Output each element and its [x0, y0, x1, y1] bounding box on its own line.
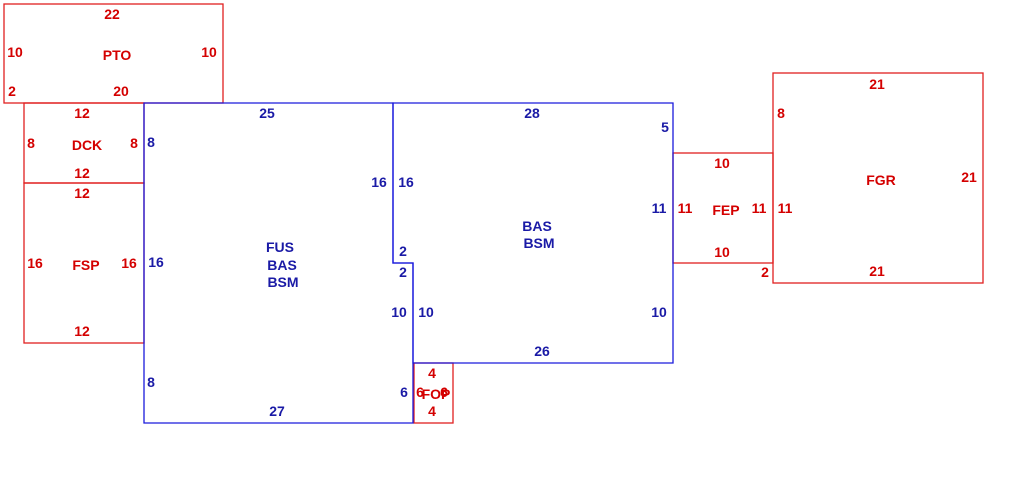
fop-top-dim: 4	[428, 365, 436, 381]
fop-label: FOP	[422, 386, 451, 402]
pto-bottom-dim: 20	[113, 83, 129, 99]
fgr-left-dim: 8	[777, 105, 785, 121]
pto-right-dim: 10	[201, 44, 217, 60]
fsp-label: FSP	[72, 257, 99, 273]
bas-right-top-dim: 5	[661, 119, 669, 135]
bas-label-line-1: BAS	[522, 218, 552, 234]
bas-right-mid-dim: 11	[652, 200, 667, 216]
fus-label-line-1: FUS	[266, 239, 294, 255]
fep-label: FEP	[712, 202, 739, 218]
fgr-right-dim: 21	[961, 169, 977, 185]
fus-left-upper-dim: 8	[147, 134, 155, 150]
fgr-bl-dim: 2	[761, 264, 769, 280]
fop-bottom-dim: 4	[428, 403, 436, 419]
pto-bl-dim: 2	[8, 83, 16, 99]
bas-outline	[392, 102, 674, 364]
fus-step-dim: 2	[399, 243, 407, 259]
pto-left-dim: 10	[7, 44, 23, 60]
dck-label: DCK	[72, 137, 102, 153]
fsp-right-dim: 16	[121, 255, 137, 271]
dck-left-dim: 8	[27, 135, 35, 151]
dck-right-dim: 8	[130, 135, 138, 151]
fus-top-dim: 25	[259, 105, 275, 121]
bas-top-dim: 28	[524, 105, 540, 121]
bas-left-upper-dim: 16	[398, 174, 414, 190]
fsp-left-dim: 16	[27, 255, 43, 271]
fgr-top-dim: 21	[869, 76, 885, 92]
bas-right-lower-dim: 10	[651, 304, 667, 320]
pto-label: PTO	[103, 47, 132, 63]
fus-label-line-3: BSM	[267, 274, 298, 290]
fgr-label: FGR	[866, 172, 896, 188]
fgr-bottom-dim: 21	[869, 263, 885, 279]
fep-right-dim: 11	[752, 200, 767, 216]
fep-left-dim: 11	[678, 200, 693, 216]
dck-top-dim: 12	[74, 105, 90, 121]
fus-right-bottom-dim: 6	[400, 384, 408, 400]
fus-left-mid-dim: 16	[148, 254, 164, 270]
pto-top-dim: 22	[104, 6, 120, 22]
fus-left-lower-dim: 8	[147, 374, 155, 390]
bas-step-dim: 2	[399, 264, 407, 280]
fus-right-upper-dim: 16	[371, 174, 387, 190]
fgr-mid-dim: 11	[778, 200, 793, 216]
bas-bottom-dim: 26	[534, 343, 550, 359]
fep-top-dim: 10	[714, 155, 730, 171]
fsp-bottom-dim: 12	[74, 323, 90, 339]
fsp-top-dim: 12	[74, 185, 90, 201]
fop-right-dim: 6	[440, 384, 448, 400]
fop-left-dim: 6	[416, 384, 424, 400]
fep-bottom-dim: 10	[714, 244, 730, 260]
bas-label-line-2: BSM	[523, 235, 554, 251]
dck-bottom-dim: 12	[74, 165, 90, 181]
bas-left-lower-dim: 10	[418, 304, 434, 320]
fus-bottom-dim: 27	[269, 403, 285, 419]
fus-label-line-2: BAS	[267, 257, 297, 273]
fus-right-lower-dim: 10	[391, 304, 407, 320]
fgr-outline	[772, 72, 984, 284]
